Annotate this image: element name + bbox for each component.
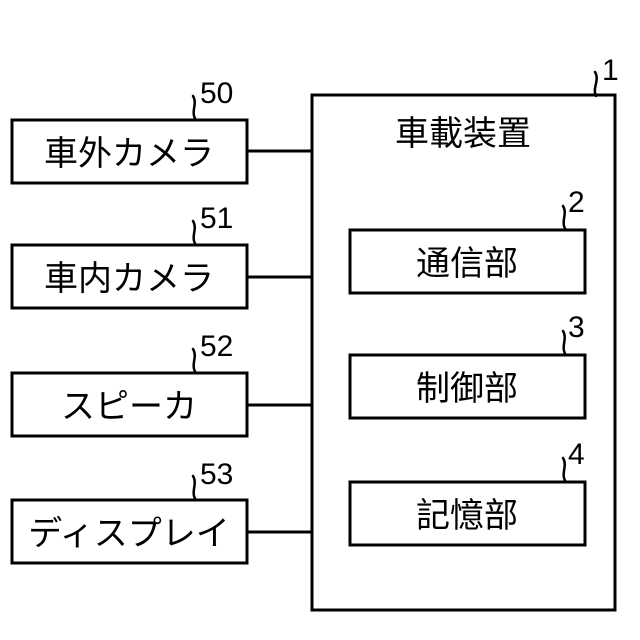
- in-vehicle-device-label: 車載装置: [395, 114, 531, 154]
- exterior-camera-ref-number: 50: [200, 77, 233, 110]
- storage-unit-label: 記憶部: [416, 496, 518, 536]
- control-unit-ref-number: 3: [568, 311, 585, 344]
- speaker: スピーカ 52: [12, 330, 312, 436]
- exterior-camera: 車外カメラ 50: [12, 77, 312, 183]
- speaker-ref-number: 52: [200, 330, 233, 363]
- display-ref-number: 53: [200, 458, 233, 491]
- communication-unit-label: 通信部: [416, 244, 518, 284]
- interior-camera-ref-number: 51: [200, 202, 233, 235]
- interior-camera-label: 車内カメラ: [44, 259, 214, 299]
- exterior-camera-leader-line: [193, 96, 196, 120]
- speaker-leader-line: [193, 349, 196, 373]
- device-leader-line: [595, 72, 597, 96]
- speaker-label: スピーカ: [61, 387, 197, 427]
- display-label: ディスプレイ: [28, 514, 230, 554]
- exterior-camera-label: 車外カメラ: [44, 134, 214, 174]
- interior-camera-leader-line: [193, 221, 196, 245]
- device-ref-number: 1: [602, 54, 619, 87]
- control-unit-label: 制御部: [416, 369, 518, 409]
- display-leader-line: [193, 476, 196, 500]
- interior-camera: 車内カメラ 51: [12, 202, 312, 308]
- storage-unit-ref-number: 4: [568, 438, 585, 471]
- communication-unit-ref-number: 2: [568, 186, 585, 219]
- display: ディスプレイ 53: [12, 458, 312, 563]
